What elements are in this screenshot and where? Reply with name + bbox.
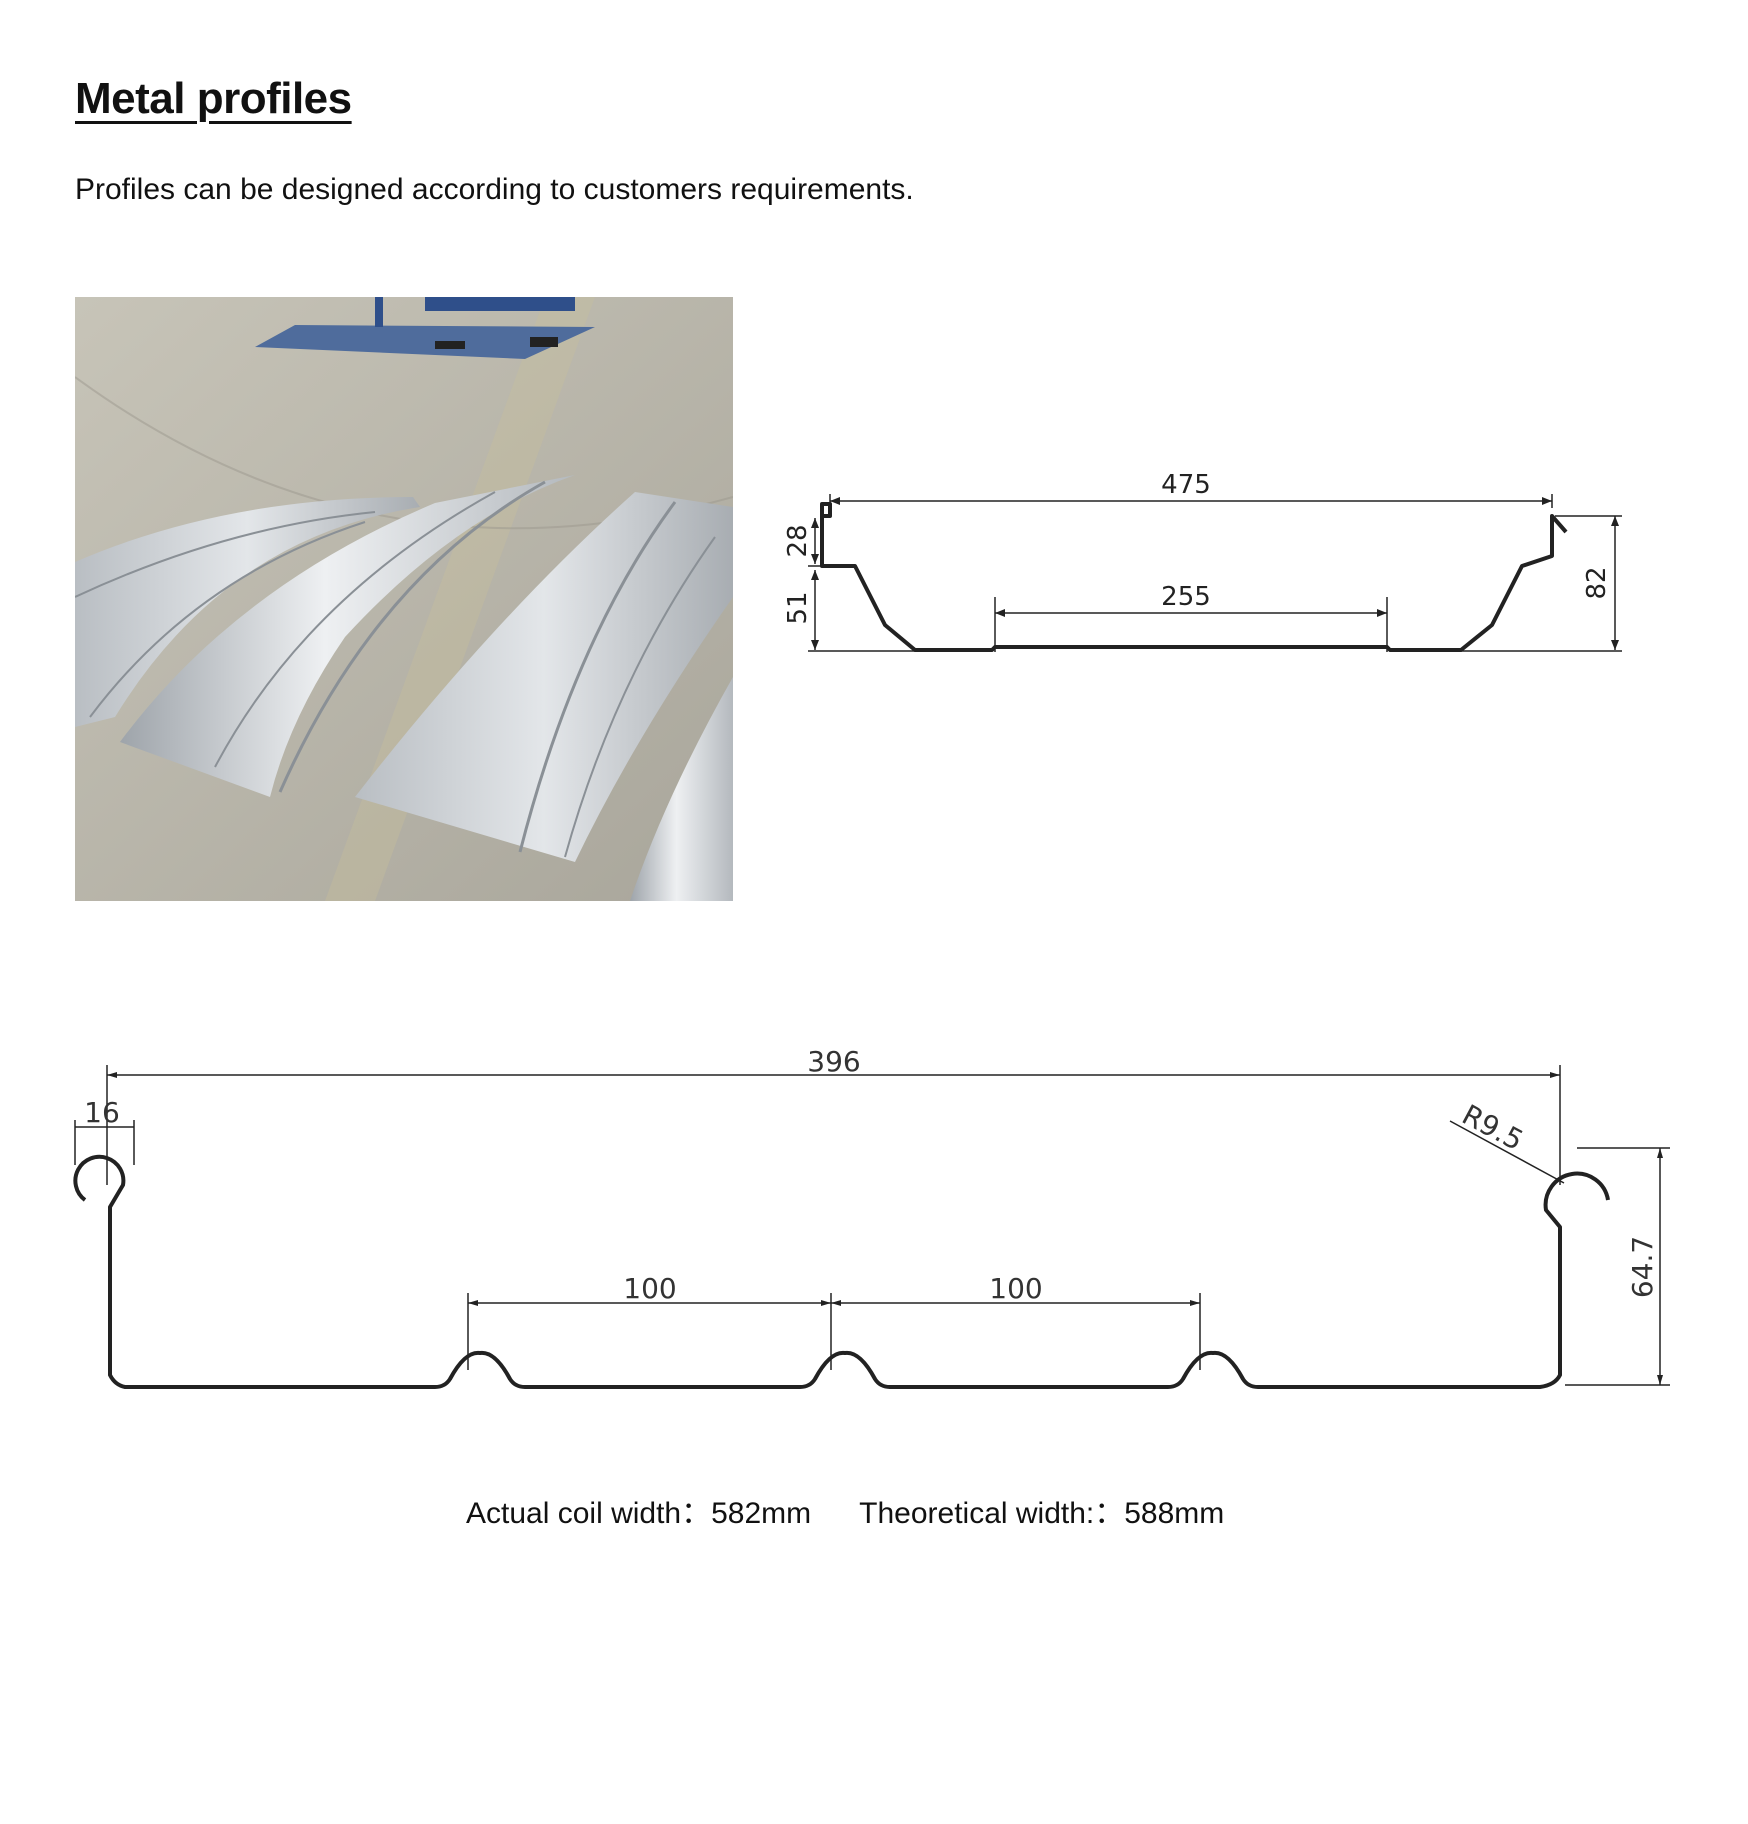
page-title: Metal profiles [75, 74, 352, 123]
coil-width-note: Actual coil width：582mm Theoretical width… [466, 1488, 1272, 1532]
dim-82-label: 82 [1582, 566, 1612, 599]
metal-profile-photo [75, 297, 733, 901]
dim-r95-label: R9.5 [1457, 1098, 1529, 1157]
dim-100-second-label: 100 [989, 1272, 1042, 1305]
dim-51-label: 51 [783, 591, 813, 624]
profile-a-drawing: 475 255 28 51 82 [780, 460, 1680, 705]
profile-b-drawing: 396 16 R9.5 100 100 64.7 [60, 1035, 1680, 1420]
dim-396-label: 396 [807, 1045, 860, 1078]
dim-647-label: 64.7 [1626, 1236, 1659, 1298]
dim-475-label: 475 [1161, 470, 1211, 500]
dim-100-first-label: 100 [623, 1272, 676, 1305]
theoretical-width: Theoretical width:：588mm [859, 1497, 1225, 1530]
actual-coil-width: Actual coil width：582mm [466, 1497, 812, 1530]
dim-255-label: 255 [1161, 582, 1211, 612]
dim-16-label: 16 [84, 1096, 120, 1129]
dim-28-label: 28 [783, 524, 813, 557]
page-subtitle: Profiles can be designed according to cu… [75, 173, 914, 206]
